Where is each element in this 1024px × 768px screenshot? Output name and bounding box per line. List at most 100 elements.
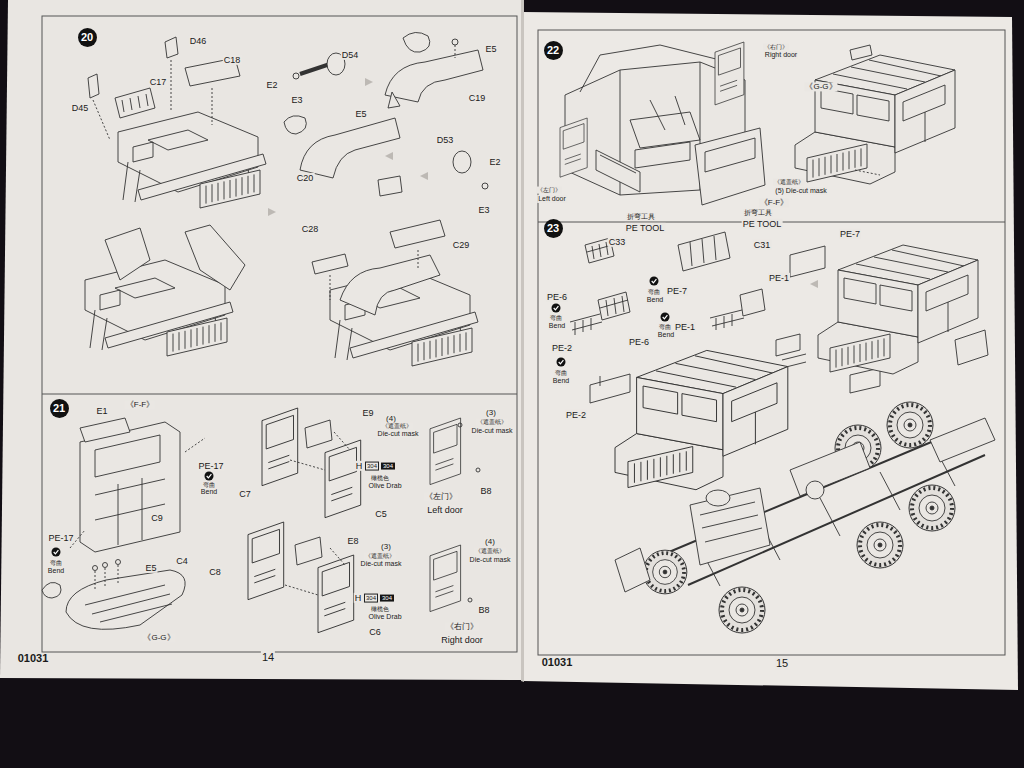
part-label: C19 (468, 93, 487, 103)
bend-icon (650, 277, 659, 286)
step-frames (42, 16, 517, 652)
step23-art (690, 236, 716, 266)
part-label: E3 (477, 205, 490, 215)
part-label: C33 (608, 237, 627, 247)
part-label: 《G-G》 (804, 82, 837, 91)
part-label: C8 (208, 567, 222, 577)
part-label: C28 (301, 224, 320, 234)
step21-art (103, 563, 108, 568)
part-label: Left door (537, 195, 567, 203)
step21-art (85, 585, 172, 622)
part-label: PE TOOL (742, 219, 783, 229)
part-label: 《遮盖纸》 (773, 179, 805, 186)
bend-icon (661, 313, 670, 322)
step21-art (318, 555, 354, 633)
part-label: E1 (95, 406, 108, 416)
bend-icon (557, 358, 566, 367)
part-label: 《遮盖纸》 (381, 423, 413, 430)
bend-icon (552, 304, 561, 313)
part-label: PE-1 (674, 322, 696, 332)
step21-art (42, 408, 480, 633)
step20-art (300, 64, 330, 74)
step21-art (262, 408, 298, 486)
part-label: Bend (552, 377, 570, 385)
step23-art (955, 330, 988, 365)
step20-art (330, 250, 418, 300)
part-label: Bend (657, 331, 675, 339)
step21-art (476, 468, 480, 472)
part-label: B8 (479, 486, 492, 496)
part-label: PE-1 (768, 273, 790, 283)
step-frames (538, 30, 1005, 655)
step20-art (93, 60, 212, 140)
part-label: C29 (452, 240, 471, 250)
step23-art (887, 402, 933, 448)
part-label: E8 (346, 536, 359, 546)
step21-art (430, 418, 461, 485)
step21-art (430, 545, 461, 612)
step23-art (909, 485, 955, 531)
part-label: 弯曲 (647, 289, 661, 296)
part-label: D45 (71, 103, 90, 113)
step20-art (403, 32, 430, 52)
part-label: E5 (144, 563, 157, 573)
part-label: 《遮盖纸》 (364, 553, 396, 560)
part-label: PE-7 (666, 286, 688, 296)
step-number: 22 (544, 41, 563, 60)
step22-art (630, 112, 700, 168)
step23-art (570, 314, 602, 335)
step-number: 23 (544, 219, 563, 238)
part-label: D53 (436, 135, 455, 145)
part-label: (3) (380, 542, 392, 551)
step23-art (719, 587, 765, 633)
step20-art (85, 32, 488, 366)
part-label: PE-6 (546, 292, 568, 302)
part-label: 《左门》 (424, 492, 458, 501)
part-label: 《右门》 (445, 622, 479, 631)
part-label: 弯曲 (49, 560, 63, 567)
step21-art (248, 522, 284, 600)
part-label: PE-7 (839, 229, 861, 239)
part-label: Right door (764, 51, 798, 59)
part-label: 《G-G》 (142, 633, 175, 642)
paint-code: 304 (364, 594, 378, 603)
part-label: PE-17 (47, 533, 74, 543)
part-label: 《F-F》 (125, 400, 155, 409)
step21-art (70, 438, 205, 548)
step-arrows (385, 152, 393, 160)
step21-art (290, 432, 350, 470)
part-label: E5 (354, 109, 367, 119)
step23-art (930, 418, 995, 462)
step-frames (42, 16, 1005, 655)
step23-art (590, 374, 630, 403)
kit-number: 01031 (17, 652, 50, 665)
step20-art (452, 39, 458, 45)
step20-art (105, 225, 245, 290)
part-label: 折弯工具 (626, 213, 656, 221)
step-number: 20 (78, 28, 97, 47)
step21-art (285, 548, 345, 595)
part-label: 橄榄色 (370, 475, 390, 482)
part-label: (4) (484, 537, 496, 546)
step22-art (596, 150, 640, 192)
step20-art (300, 118, 400, 178)
part-label: C6 (368, 627, 382, 637)
step21-art (325, 440, 361, 518)
part-label: 折弯工具 (743, 209, 773, 217)
step23-art (850, 368, 880, 393)
step21-art (95, 565, 118, 590)
step-number-text: 23 (547, 223, 559, 234)
part-label: Die-cut mask (469, 556, 512, 564)
part-label: C31 (753, 240, 772, 250)
part-label: Die-cut mask (360, 560, 403, 568)
step-number-text: 22 (547, 45, 559, 56)
step-arrows (365, 78, 373, 86)
step22-art (695, 128, 765, 205)
part-label: C17 (149, 77, 168, 87)
step23-art (570, 232, 995, 633)
paint-code: 304 (381, 463, 395, 470)
step23-art (598, 292, 630, 320)
step21-art (305, 420, 332, 448)
step20-art (115, 88, 155, 118)
part-label: C5 (374, 509, 388, 519)
